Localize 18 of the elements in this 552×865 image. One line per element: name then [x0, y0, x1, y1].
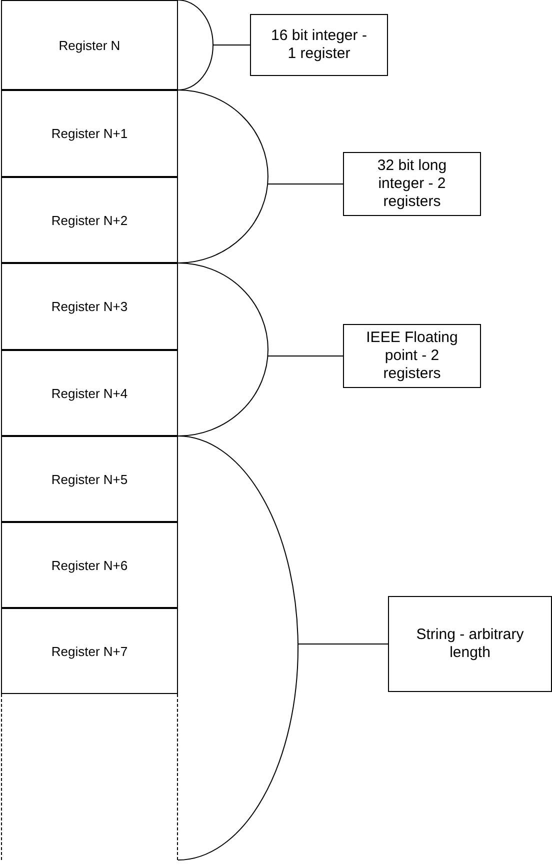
register-box: Register N+5	[1, 436, 178, 522]
register-box: Register N+4	[1, 350, 178, 436]
bracket	[178, 0, 214, 90]
data-type-box: String - arbitrary length	[388, 596, 552, 692]
register-box: Register N+2	[1, 177, 178, 263]
data-type-box: IEEE Floating point - 2 registers	[343, 324, 481, 388]
continuation-box	[1, 694, 178, 860]
register-box: Register N	[1, 0, 178, 90]
register-box: Register N+6	[1, 522, 178, 608]
bracket	[178, 436, 298, 860]
bracket	[178, 90, 268, 264]
data-type-box: 16 bit integer - 1 register	[250, 14, 388, 76]
register-box: Register N+3	[1, 263, 178, 350]
register-box: Register N+1	[1, 90, 178, 177]
bracket	[178, 262, 268, 436]
leader-line	[212, 44, 250, 46]
register-box: Register N+7	[1, 608, 178, 694]
data-type-box: 32 bit long integer - 2 registers	[343, 152, 481, 216]
